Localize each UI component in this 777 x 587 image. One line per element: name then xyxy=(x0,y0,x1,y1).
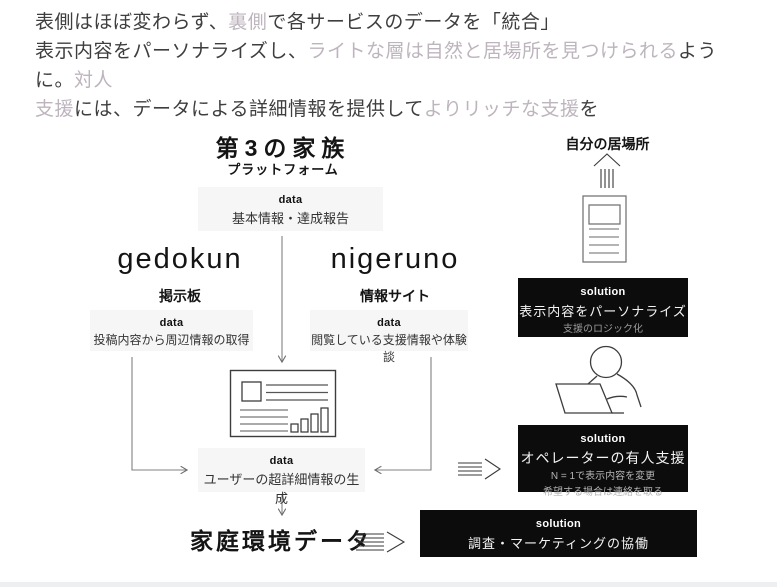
viewport-edge-strip xyxy=(0,582,777,587)
header-text-segment: を xyxy=(579,99,600,120)
header-text-segment: 表側はほぼ変わらず、 xyxy=(35,12,229,33)
data-box-label: data xyxy=(377,317,401,329)
data-box-label: data xyxy=(159,317,184,329)
speed-arrow-icon xyxy=(356,531,406,553)
person-laptop-icon xyxy=(555,345,642,414)
platform-subtitle: プラットフォーム xyxy=(227,162,339,177)
service-name-nigeruno: nigeruno xyxy=(330,243,460,275)
header-text-segment: には、データによる詳細情報を提供して xyxy=(74,99,424,120)
place-title: 自分の居場所 xyxy=(565,136,650,152)
header-text-segment: 裏側 xyxy=(228,12,268,33)
header-text-segment: 支援 xyxy=(35,99,75,120)
solution-note: N = 1で表示内容を変更 xyxy=(550,471,656,482)
solution-title: オペレーターの有人支援 xyxy=(520,450,686,466)
data-box-label: data xyxy=(269,455,294,467)
data-box-label: data xyxy=(278,194,303,206)
solution-box-personalize: solution 表示内容をパーソナライズ 支援のロジック化 xyxy=(518,278,688,337)
data-box-platform: data 基本情報・達成報告 xyxy=(198,187,383,231)
header-text-segment: で各サービスのデータを「統合」 xyxy=(267,12,560,33)
platform-title: 第3の家族 xyxy=(215,135,351,161)
solution-box-operator: solution オペレーターの有人支援 N = 1で表示内容を変更 希望する場… xyxy=(518,425,688,498)
solution-label: solution xyxy=(535,518,582,530)
header-text-segment: 対人 xyxy=(74,70,114,91)
header-line: 表側はほぼ変わらず、裏側で各サービスのデータを「統合」 xyxy=(35,8,755,37)
service-name-gedokun: gedokun xyxy=(117,243,243,275)
data-box-text: ユーザーの超詳細情報の生成 xyxy=(203,472,360,506)
service-type-gedokun: 掲示板 xyxy=(159,288,201,304)
solution-label: solution xyxy=(580,286,626,298)
header-paragraph: 表側はほぼ変わらず、裏側で各サービスのデータを「統合」 表示内容をパーソナライズ… xyxy=(35,8,755,124)
report-document-icon xyxy=(229,369,337,438)
data-box-merged: data ユーザーの超詳細情報の生成 xyxy=(198,448,365,506)
data-box-text: 閲覧している支援情報や体験談 xyxy=(311,333,467,364)
solution-note: 支援のロジック化 xyxy=(563,324,643,335)
data-box-gedokun: data 投稿内容から周辺情報の取得 xyxy=(90,310,253,351)
header-text-segment: ように。 xyxy=(35,41,717,91)
solution-label: solution xyxy=(580,433,626,445)
service-type-nigeruno: 情報サイト xyxy=(360,288,430,304)
bottom-title: 家庭環境データ xyxy=(190,528,372,554)
solution-box-marketing: solution 調査・マーケティングの協働 xyxy=(420,510,697,557)
header-text-segment: ライトな層は自然と居場所を見つけられる xyxy=(307,41,678,62)
data-box-text: 投稿内容から周辺情報の取得 xyxy=(93,333,250,347)
solution-title: 表示内容をパーソナライズ xyxy=(519,304,687,319)
header-text-segment: 表示内容をパーソナライズし、 xyxy=(35,41,308,62)
solution-title: 調査・マーケティングの協働 xyxy=(468,536,649,551)
page-document-icon xyxy=(582,195,627,263)
speed-arrow-icon xyxy=(458,458,501,480)
up-arrow-icon xyxy=(593,153,621,188)
data-box-nigeruno: data 閲覧している支援情報や体験談 xyxy=(310,310,468,364)
data-box-text: 基本情報・達成報告 xyxy=(231,211,349,226)
header-line: 支援には、データによる詳細情報を提供してよりリッチな支援を xyxy=(35,95,755,124)
header-line: 表示内容をパーソナライズし、ライトな層は自然と居場所を見つけられるように。対人 xyxy=(35,37,755,95)
solution-note: 希望する場合は連絡を取る xyxy=(543,487,663,498)
header-text-segment: よりリッチな支援 xyxy=(423,99,580,120)
